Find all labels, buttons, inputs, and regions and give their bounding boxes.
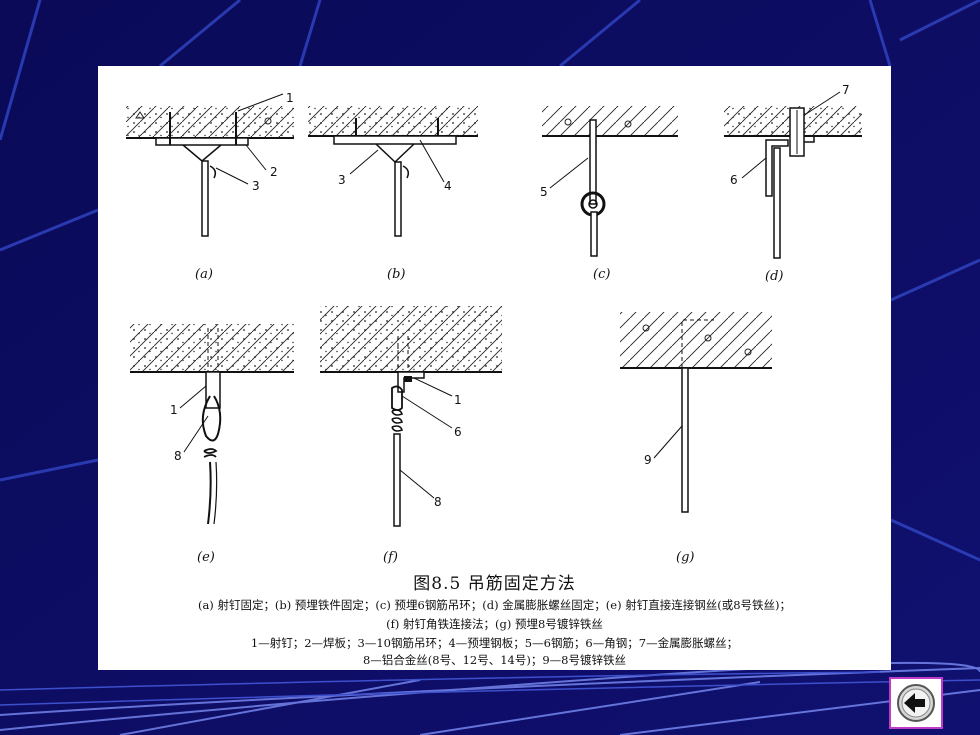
subfigure-label-f: (f)	[383, 550, 398, 565]
subfigure-label-c: (c)	[593, 267, 611, 282]
callout-a1: 1	[286, 91, 294, 105]
figure-caption-line-4: 8—铝合金丝(8号、12号、14号)；9—8号镀锌铁丝	[362, 653, 626, 667]
subfigure-c-drawing	[542, 106, 678, 257]
figure-caption-line-3: 1—射钉；2—焊板；3—10钢筋吊环；4—预埋钢板；5—6钢筋；6—角钢；7—金…	[250, 636, 739, 650]
callout-e8: 8	[174, 449, 182, 463]
figure-panel: 1 2 3 3 4	[98, 66, 891, 670]
callout-f8: 8	[434, 495, 442, 509]
callout-f6: 6	[454, 425, 462, 439]
back-arrow-icon	[897, 684, 935, 722]
subfigure-g-drawing	[620, 312, 772, 513]
figure-caption-line-1: (a) 射钉固定；(b) 预埋铁件固定；(c) 预埋6钢筋吊环；(d) 金属膨胀…	[197, 598, 792, 612]
subfigure-b-drawing	[308, 106, 478, 237]
subfigure-label-a: (a)	[195, 267, 213, 282]
callout-e1: 1	[170, 403, 178, 417]
subfigure-label-d: (d)	[765, 269, 784, 284]
subfigure-e-drawing	[130, 324, 294, 525]
subfigure-label-b: (b)	[387, 267, 406, 282]
callout-b4: 4	[444, 179, 452, 193]
callout-d7: 7	[842, 83, 850, 97]
subfigure-a-drawing	[126, 93, 294, 237]
callout-a2: 2	[270, 165, 278, 179]
subfigure-f-drawing	[320, 306, 502, 527]
subfigure-label-g: (g)	[676, 550, 695, 565]
callout-c5: 5	[540, 185, 548, 199]
back-button[interactable]	[889, 677, 943, 729]
subfigure-label-e: (e)	[197, 550, 215, 565]
callout-b3: 3	[338, 173, 346, 187]
callout-d6: 6	[730, 173, 738, 187]
subfigure-d-drawing	[724, 91, 862, 259]
callout-g9: 9	[644, 453, 652, 467]
callout-a3: 3	[252, 179, 260, 193]
figure-title: 图8.5 吊筋固定方法	[413, 574, 576, 594]
figure-caption-line-2: (f) 射钉角铁连接法；(g) 预埋8号镀锌铁丝	[386, 617, 603, 631]
callout-f1: 1	[454, 393, 462, 407]
hanger-fixing-diagram: 1 2 3 3 4	[126, 83, 862, 527]
